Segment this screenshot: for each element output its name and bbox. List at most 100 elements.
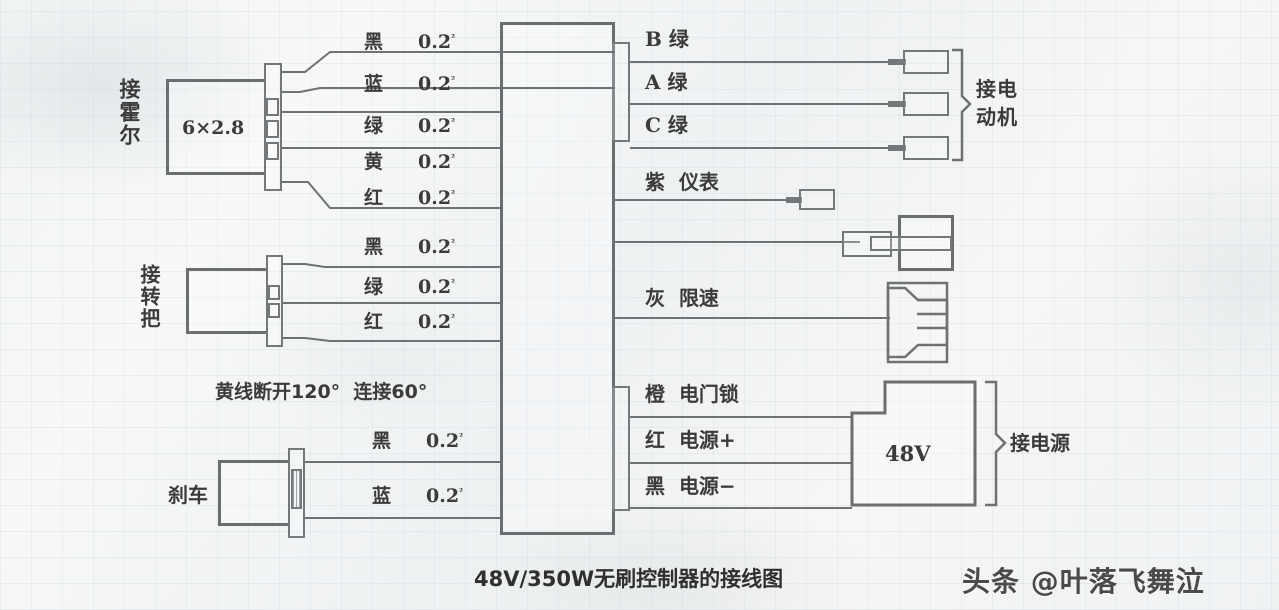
speed-limit-function: 限速 bbox=[678, 286, 719, 310]
gauge-unit: ² bbox=[451, 75, 456, 86]
phase-letter-b: B bbox=[645, 27, 662, 51]
motor-bracket-label-line1: 接电 bbox=[976, 77, 1018, 101]
controller-power-header-tab bbox=[612, 386, 630, 511]
brake-wire-gauge-1: 0.2² bbox=[426, 485, 464, 507]
meter-wire-label: 紫 仪表 bbox=[645, 172, 719, 192]
phase-color-c: 绿 bbox=[667, 113, 688, 137]
controller-body bbox=[500, 22, 615, 535]
phase-letter-c: C bbox=[645, 113, 661, 137]
speed-limit-socket bbox=[886, 281, 949, 364]
throttle-wire-color-2: 红 bbox=[364, 311, 384, 333]
hall-connector-label: 接霍尔 bbox=[117, 78, 141, 147]
ignition-function: 电门锁 bbox=[678, 382, 739, 406]
throttle-connector-pin-2 bbox=[268, 303, 280, 318]
power-label-positive: 红 电源+ bbox=[645, 430, 736, 450]
motor-phase-label-b: B 绿 bbox=[645, 29, 689, 49]
gauge-unit: ² bbox=[451, 313, 456, 324]
hall-wire-color-2: 绿 bbox=[364, 115, 384, 137]
gauge-unit: ² bbox=[451, 153, 456, 164]
hall-connector-pin-3 bbox=[266, 142, 279, 160]
speed-limit-color: 灰 bbox=[645, 286, 665, 310]
positive-function: 电源+ bbox=[678, 428, 736, 452]
phase-color-a: 绿 bbox=[667, 70, 688, 94]
aux-connector-inner-slot bbox=[870, 236, 952, 251]
battery-block bbox=[850, 380, 977, 507]
brake-connector-pin bbox=[291, 469, 302, 509]
throttle-connector-shell bbox=[186, 268, 268, 334]
power-label-negative: 黑 电源− bbox=[645, 476, 736, 496]
hall-wire-color-0: 黑 bbox=[364, 31, 384, 53]
hall-wire-gauge-4: 0.2² bbox=[418, 187, 456, 209]
motor-bracket bbox=[952, 48, 972, 162]
motor-pin-b bbox=[888, 59, 906, 65]
phase-color-b: 绿 bbox=[668, 27, 689, 51]
motor-connector-b bbox=[903, 50, 949, 74]
negative-function: 电源− bbox=[678, 474, 736, 498]
aux-connector-body bbox=[898, 215, 954, 271]
brake-wire-group bbox=[305, 461, 500, 519]
meter-pin bbox=[786, 197, 802, 203]
power-bracket-label: 接电源 bbox=[1010, 431, 1070, 455]
throttle-connector-neck bbox=[266, 255, 283, 347]
brake-wire-color-1: 蓝 bbox=[372, 485, 392, 507]
motor-connector-a bbox=[903, 92, 949, 116]
motor-wire-group bbox=[630, 61, 893, 149]
motor-pin-c bbox=[888, 145, 906, 151]
throttle-wire-gauge-0: 0.2² bbox=[418, 236, 456, 258]
throttle-wire-group bbox=[283, 263, 500, 342]
hall-wire-group bbox=[282, 51, 615, 209]
hall-connector-pin-1 bbox=[266, 98, 279, 116]
throttle-wire-color-0: 黑 bbox=[364, 236, 384, 258]
throttle-wire-gauge-1: 0.2² bbox=[418, 276, 456, 298]
motor-bracket-label-line2: 动机 bbox=[976, 105, 1018, 129]
motor-connector-c bbox=[903, 136, 949, 160]
gauge-unit: ² bbox=[451, 238, 456, 249]
yellow-wire-note: 黄线断开120° 连接60° bbox=[215, 381, 428, 403]
hall-connector-pin-2 bbox=[266, 120, 279, 138]
motor-phase-label-a: A 绿 bbox=[645, 72, 688, 92]
hall-wire-color-1: 蓝 bbox=[364, 73, 384, 95]
hall-pin-size-label: 6×2.8 bbox=[182, 117, 245, 139]
motor-pin-a bbox=[888, 101, 906, 107]
meter-connector bbox=[799, 189, 835, 210]
aux-connector-wire bbox=[615, 241, 860, 243]
diagram-caption: 48V/350W无刷控制器的接线图 bbox=[474, 567, 784, 591]
hall-wire-gauge-0: 0.2² bbox=[418, 31, 456, 53]
gauge-unit: ² bbox=[459, 432, 464, 443]
hall-wire-color-4: 红 bbox=[364, 187, 384, 209]
throttle-connector-pin-1 bbox=[268, 285, 280, 300]
brake-wire-gauge-0: 0.2² bbox=[426, 430, 464, 452]
controller-motor-header-tab bbox=[612, 42, 630, 142]
throttle-wire-color-1: 绿 bbox=[364, 276, 384, 298]
throttle-wire-gauge-2: 0.2² bbox=[418, 311, 456, 333]
meter-function: 仪表 bbox=[678, 170, 719, 194]
ignition-color: 橙 bbox=[645, 382, 665, 406]
power-bracket bbox=[985, 380, 1007, 507]
gauge-unit: ² bbox=[451, 33, 456, 44]
motor-phase-label-c: C 绿 bbox=[645, 115, 688, 135]
throttle-connector-label: 接转把 bbox=[137, 264, 161, 330]
hall-connector-shell bbox=[166, 79, 266, 175]
power-wire-group bbox=[630, 416, 852, 509]
meter-wire-group bbox=[615, 199, 790, 201]
phase-letter-a: A bbox=[645, 70, 661, 94]
hall-wire-gauge-3: 0.2² bbox=[418, 151, 456, 173]
hall-wire-gauge-1: 0.2² bbox=[418, 73, 456, 95]
negative-color: 黑 bbox=[645, 474, 665, 498]
speed-limit-wire-group bbox=[615, 317, 890, 319]
meter-color: 紫 bbox=[645, 170, 665, 194]
power-label-ignition: 橙 电门锁 bbox=[645, 384, 739, 404]
hall-wire-gauge-2: 0.2² bbox=[418, 115, 456, 137]
gauge-unit: ² bbox=[451, 117, 456, 128]
brake-connector-label: 刹车 bbox=[168, 483, 208, 507]
hall-wire-color-3: 黄 bbox=[364, 151, 384, 173]
speed-limit-label: 灰 限速 bbox=[645, 288, 719, 308]
battery-voltage-label: 48V bbox=[885, 441, 931, 466]
aux-connector-sleeve bbox=[842, 231, 892, 257]
brake-wire-color-0: 黑 bbox=[372, 430, 392, 452]
brake-connector-shell bbox=[218, 460, 290, 526]
positive-color: 红 bbox=[645, 428, 665, 452]
gauge-unit: ² bbox=[451, 189, 456, 200]
gauge-unit: ² bbox=[451, 278, 456, 289]
watermark: 头条 @叶落飞舞泣 bbox=[962, 565, 1205, 598]
